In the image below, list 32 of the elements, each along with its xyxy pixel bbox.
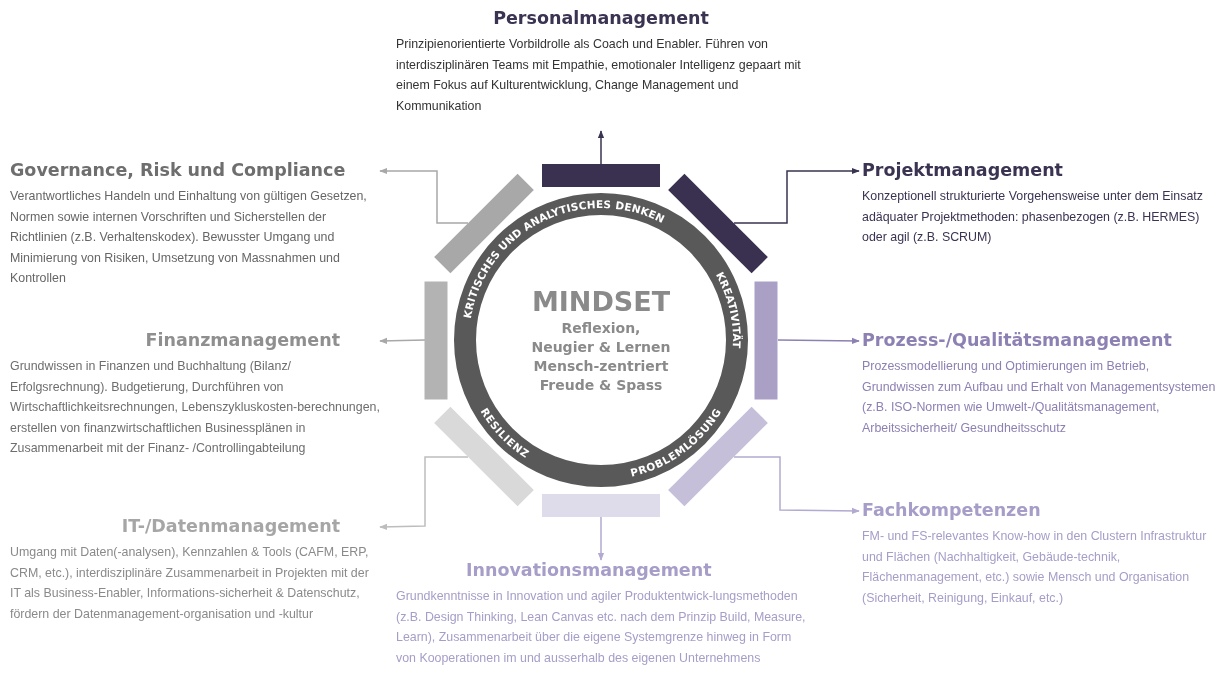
section-heading: Finanzmanagement <box>144 329 341 352</box>
arrow <box>379 167 469 224</box>
arrow <box>597 516 605 561</box>
arrow <box>733 167 860 224</box>
section-description: Grundwissen in Finanzen und Buchhaltung (Bilanz/ Erfolgsrechnung). Budgetierung, Durchführen von Wirtschaftlichkeitsrechnungen, Lebenszykluskosten-berechnungen, erstellen von finanzwirtschaftlichen Businessplänen in Zusammenarbeit mit der Finanz- /Controllingabteilung <box>10 358 380 457</box>
mindset-item: Neugier & Lernen <box>531 338 671 357</box>
section-description: Prozessmodellierung und Optimierungen im Betrieb, Grundwissen zum Aufbau und Erhalt von Managementsystemen (z.B. ISO-Normen wie Umwelt-/Qualitätsmanagement, Arbeitssicherheit/ Gesundheitsschutz <box>862 358 1217 437</box>
section-heading: Governance, Risk und Compliance <box>10 159 347 182</box>
section-description: Verantwortliches Handeln und Einhaltung von gültigen Gesetzen, Normen sowie internen Vorschriften und Sicherstellen der Richtlinien (z.B. Verhaltenskodex). Bewusster Umgang und Minimierung von Risiken, Umsetzung von Massnahmen und Kontrollen <box>10 188 368 287</box>
mindset-item: Reflexion, <box>561 319 641 338</box>
segment-bar <box>542 493 660 517</box>
section-description: FM- und FS-relevantes Know-how in den Clustern Infrastruktur und Flächen (Nachhaltigkeit, Gebäude-technik, Flächenmanagement, etc.) sowie Mensch und Organisation (Sicherheit, Reinigung, Einkauf, etc.) <box>862 528 1208 607</box>
section-description: Grundkenntnisse in Innovation und agiler Produktentwick-lungsmethoden (z.B. Design Thinking, Lean Canvas etc. nach dem Prinzip Build, Measure, Learn), Zusammenarbeit über die eigene Systemgrenze hinweg in Form von Kooperationen im und ausserhalb des eigenen Unternehmens <box>396 588 806 667</box>
mindset-item: Mensch-zentriert <box>533 357 669 376</box>
arrow <box>597 130 605 165</box>
section-heading: Personalmanagement <box>492 7 710 30</box>
arrow <box>777 337 860 345</box>
section-heading: IT-/Datenmanagement <box>120 515 341 538</box>
arrow <box>379 456 469 531</box>
arrow <box>379 337 426 345</box>
section-heading: Innovationsmanagement <box>465 559 713 582</box>
section-heading: Projektmanagement <box>862 159 1064 182</box>
section-description: Konzeptionell strukturierte Vorgehensweise unter dem Einsatz adäquater Projektmethoden: phasenbezogen (z.B. HERMES) oder agil (z.B. SCRUM) <box>862 188 1204 246</box>
section-description: Prinzipienorientierte Vorbildrolle als Coach und Enabler. Führen von interdisziplinären Teams mit Empathie, emotionaler Intelligenz gepaart mit einem Fokus auf Kulturentwicklung, Change Management und Kommunikation <box>396 36 802 115</box>
section-heading: Prozess-/Qualitätsmanagement <box>862 329 1173 352</box>
segment-bar <box>754 281 778 399</box>
mindset-item: Freude & Spass <box>539 376 663 395</box>
arrow <box>733 456 860 515</box>
segment-bar <box>542 163 660 187</box>
segment-bar <box>424 281 448 399</box>
section-description: Umgang mit Daten(-analysen), Kennzahlen & Tools (CAFM, ERP, CRM, etc.), interdisziplinäre Zusammenarbeit in Projekten mit der IT als Business-Enabler, Informations-sicherheit & Datenschutz, fördern der Datenmanagement-organisation und -kultur <box>10 544 370 623</box>
section-heading: Fachkompetenzen <box>862 499 1042 522</box>
